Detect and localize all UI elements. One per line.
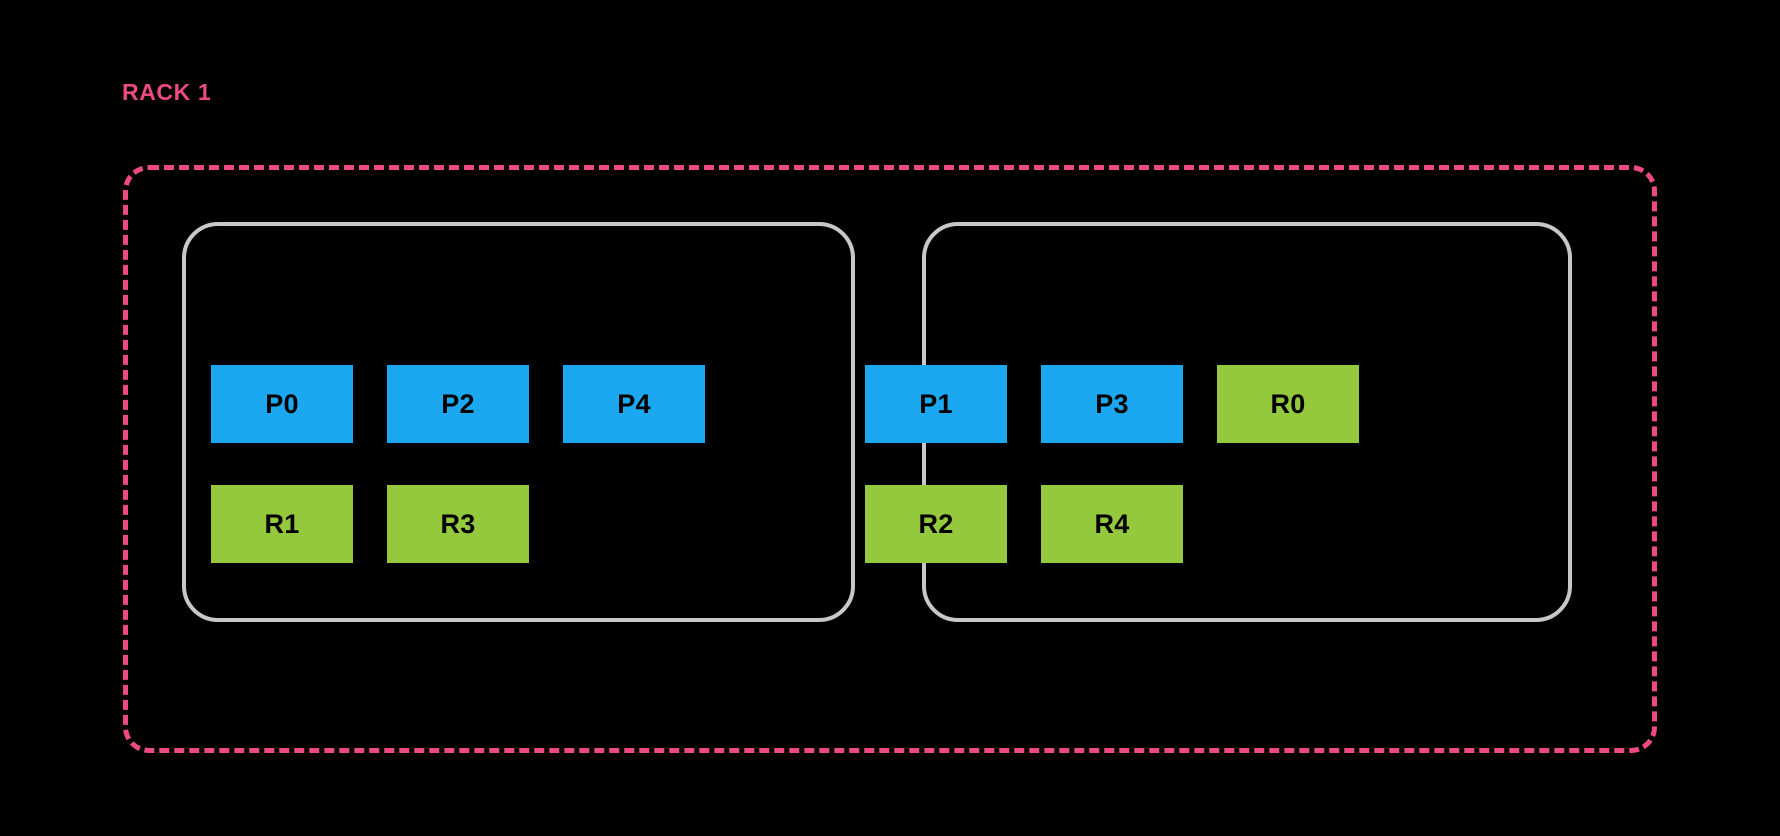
slot-r1[interactable]: R1	[211, 485, 353, 563]
slot-r2[interactable]: R2	[865, 485, 1007, 563]
slot-r3[interactable]: R3	[387, 485, 529, 563]
slot-p4[interactable]: P4	[563, 365, 705, 443]
slot-p2[interactable]: P2	[387, 365, 529, 443]
slot-p0[interactable]: P0	[211, 365, 353, 443]
rack-boundary	[123, 165, 1657, 753]
slot-r0[interactable]: R0	[1217, 365, 1359, 443]
slot-p3[interactable]: P3	[1041, 365, 1183, 443]
node-box-left	[182, 222, 855, 622]
slot-r4[interactable]: R4	[1041, 485, 1183, 563]
rack-label: RACK 1	[122, 79, 212, 105]
slot-p1[interactable]: P1	[865, 365, 1007, 443]
